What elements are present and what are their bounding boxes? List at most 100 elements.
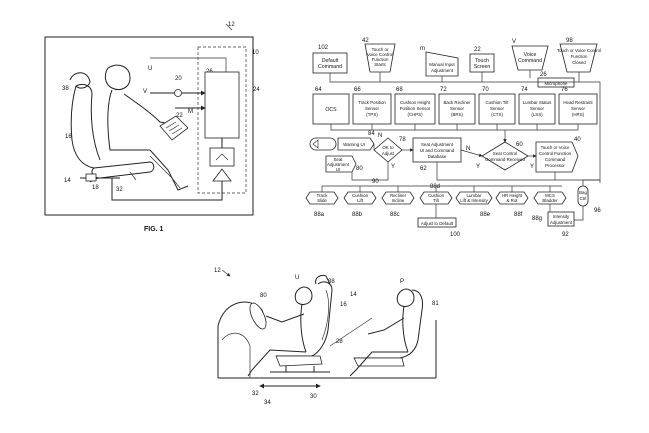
- cl-l1: Cushion: [352, 193, 369, 198]
- manual-input-l2: Adjustment: [431, 68, 454, 73]
- ok-l1: OK to: [382, 145, 394, 150]
- fig3-passenger-head: [396, 288, 415, 307]
- fig1-seat-back: [70, 85, 95, 169]
- proc-l2: Control Function: [539, 151, 572, 156]
- svg-text:HR Height& Rot: HR Height& Rot: [502, 193, 523, 203]
- hrs-l1: Head Restraint: [563, 100, 593, 105]
- ref-74: 74: [521, 87, 528, 93]
- lss-l3: (LSS): [531, 112, 543, 117]
- fig3-rear-seat: [354, 289, 423, 359]
- sa-ui-l1: Seat: [333, 157, 343, 162]
- block-lumbar: [455, 191, 493, 205]
- fig3-ref-p: P: [400, 279, 404, 285]
- fig3-driver-seat: [276, 281, 333, 357]
- block-touch-voice-closed: [559, 43, 598, 73]
- fig3-footwell: [221, 332, 251, 378]
- tvc-l3: Closed: [572, 60, 586, 65]
- tvc-l2: Function: [571, 54, 588, 59]
- ref-y2: Y: [476, 164, 480, 170]
- fig3-driver-head: [294, 286, 313, 305]
- block-chps: [394, 93, 436, 125]
- ref-98: 98: [566, 38, 573, 44]
- block-voice-command: [511, 45, 549, 71]
- block-cushion-tilt: [419, 191, 453, 205]
- cts-l2: Sensor: [490, 106, 504, 111]
- block-manual-input: [425, 51, 459, 77]
- block-tps: [352, 93, 392, 125]
- fig1-ref-32: 32: [116, 187, 123, 193]
- fig3-driver-seat-track: [270, 366, 330, 373]
- chps-l2: Position Sensor: [400, 106, 431, 111]
- fig1-occupant-torso: [107, 89, 150, 151]
- fig1-ref-20: 20: [175, 76, 182, 82]
- block-brs: [438, 93, 476, 125]
- tvs-l4: Starts: [374, 62, 386, 67]
- ref-y1: Y: [391, 164, 395, 170]
- block-warning-ui: [337, 137, 375, 151]
- mcs-l2: Bladder: [542, 198, 558, 203]
- brs-l3: (BRS): [451, 112, 463, 117]
- ocs-label: OCS: [325, 107, 337, 113]
- ref-40: 40: [574, 137, 581, 143]
- tps-l1: Track Position: [358, 100, 386, 105]
- ref-88g: 88g: [532, 216, 542, 222]
- voice-command-l2: Command: [518, 58, 542, 64]
- ref-80: 80: [356, 166, 363, 172]
- default-command-l2: Command: [318, 64, 342, 70]
- ref-88f: 88f: [514, 212, 523, 218]
- fig1-actuator-drive: [212, 168, 232, 182]
- fig3-driver-leg: [247, 349, 307, 377]
- fig1-microphone: [174, 89, 182, 97]
- ref-96: 96: [594, 208, 601, 214]
- fig3-console-device: [329, 317, 373, 347]
- brs-l2: Sensor: [450, 106, 464, 111]
- proc-l1: Touch or Voice: [541, 145, 570, 150]
- fig1-ref-v: V: [143, 89, 147, 95]
- lss-l2: Sensor: [530, 106, 544, 111]
- mcs-l1: MCS: [545, 193, 555, 198]
- chps-l1: Cushion Height: [400, 100, 431, 105]
- fig1-caption: FIG. 1: [144, 226, 164, 233]
- fig3-passenger-torso: [402, 305, 409, 353]
- proc-l4: Processor: [545, 163, 565, 168]
- ref-26: 26: [540, 72, 547, 78]
- speaker-icon: [309, 137, 337, 151]
- ref-22: 22: [474, 47, 481, 53]
- default-command-l1: Default: [322, 58, 339, 64]
- block-track-slide: [305, 191, 339, 205]
- block-mcs-bladder: [533, 191, 567, 205]
- block-hrs: [558, 93, 598, 125]
- fig1-actuation-line: [111, 178, 223, 201]
- fig1-ref-22: 22: [176, 113, 183, 119]
- tps-l3: (TPS): [366, 112, 378, 117]
- block-cushion-lift: [343, 191, 377, 205]
- ref-m: m: [420, 46, 425, 52]
- block-command-processor: [535, 141, 579, 173]
- tps-l2: Sensor: [365, 106, 379, 111]
- ref-88c: 88c: [390, 212, 400, 218]
- ok-l2: Adjust: [382, 151, 395, 156]
- sa-ui-l2: Adjustment: [327, 162, 350, 167]
- touch-screen-l1: Touch: [475, 58, 489, 64]
- ref-42: 42: [362, 38, 369, 44]
- fig1-frame: [44, 36, 254, 216]
- ri-l2: Incline: [392, 198, 405, 203]
- ref-64: 64: [315, 87, 322, 93]
- db-l2: UI and Command: [420, 148, 455, 153]
- fig3-ref-28: 28: [336, 339, 343, 345]
- fig1-ref-24: 24: [253, 87, 260, 93]
- ref-84: 84: [368, 131, 375, 137]
- ct-l2: Tilt: [433, 198, 439, 203]
- ia-l1: Intensity: [553, 214, 570, 219]
- fig1-seat-cushion: [91, 161, 155, 179]
- hrs-l2: Sensor: [571, 106, 585, 111]
- ri-l1: Recliner: [390, 193, 407, 198]
- lumbar-l2: Lift & Intensity: [460, 198, 488, 203]
